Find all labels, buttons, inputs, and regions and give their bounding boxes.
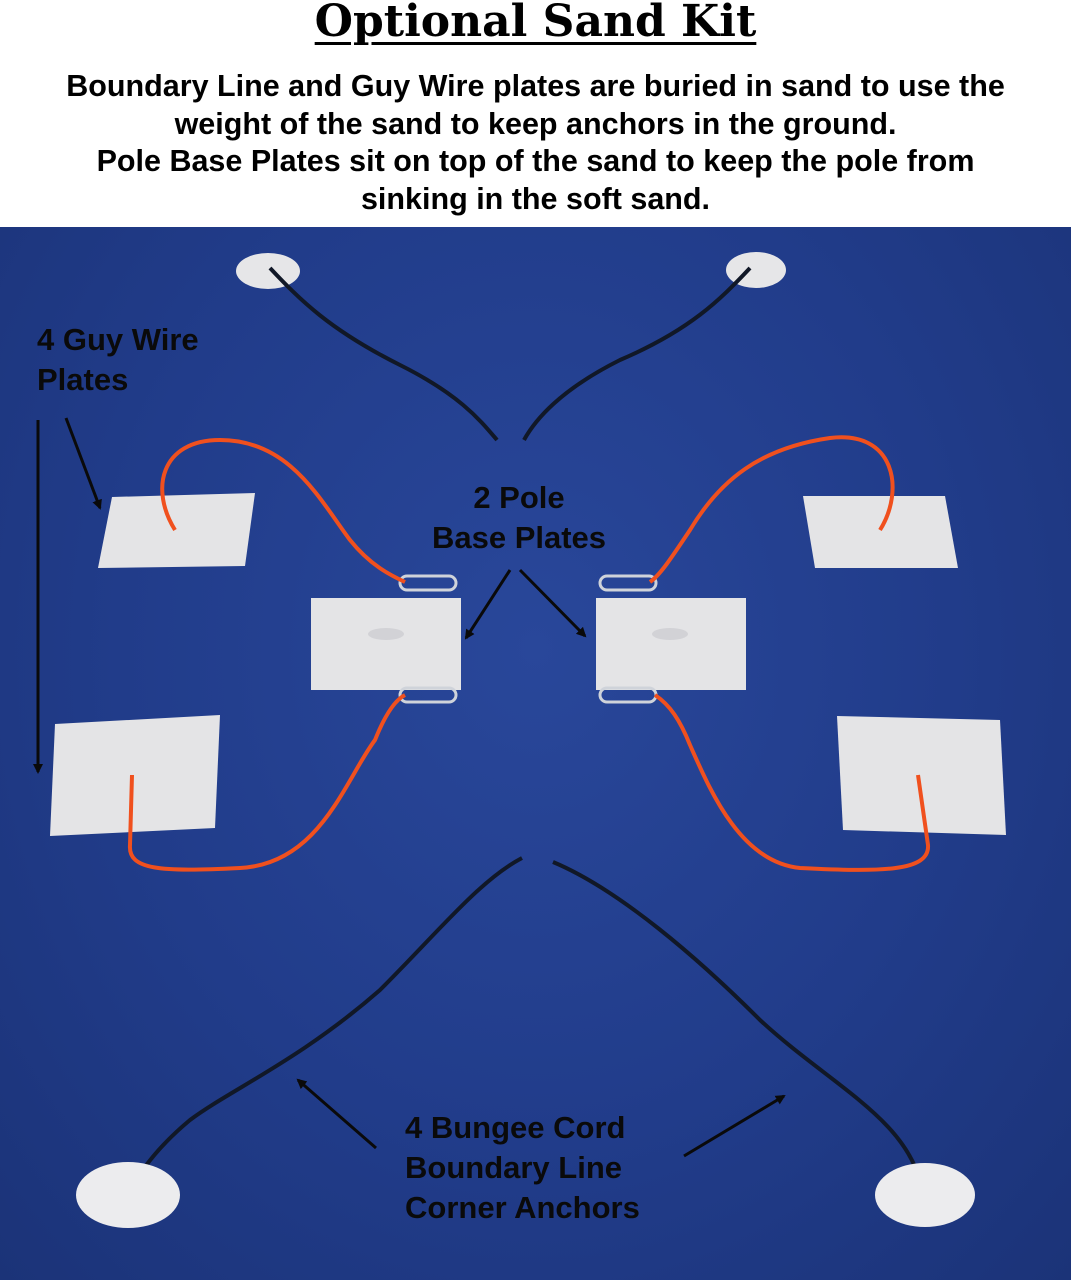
guy-wire-label: 4 Guy Wire bbox=[37, 322, 199, 357]
arrow bbox=[296, 1078, 377, 1150]
guy-wire-cord bbox=[648, 435, 895, 584]
bungee-label: Corner Anchors bbox=[405, 1190, 640, 1225]
pole-base-hole bbox=[368, 628, 404, 640]
bungee-label: Boundary Line bbox=[405, 1150, 622, 1185]
carabiner bbox=[598, 686, 658, 704]
guy-wire-plate bbox=[837, 716, 1006, 835]
carabiner bbox=[598, 574, 658, 592]
bungee-cord bbox=[522, 266, 752, 441]
bungee-cord bbox=[268, 266, 499, 442]
carabiner bbox=[398, 686, 458, 704]
guy-wire-plate bbox=[803, 496, 958, 568]
arrow bbox=[518, 568, 587, 638]
page-title: Optional Sand Kit bbox=[0, 0, 1071, 47]
bungee-cord bbox=[126, 856, 523, 1196]
pole-base-hole bbox=[652, 628, 688, 640]
guy-wire-plate bbox=[50, 715, 220, 836]
arrow bbox=[683, 1094, 786, 1158]
corner-anchor-disc bbox=[76, 1162, 180, 1228]
pole-base-plate bbox=[311, 598, 461, 690]
description: Boundary Line and Guy Wire plates are bu… bbox=[0, 68, 1071, 219]
corner-anchor-disc bbox=[236, 253, 300, 289]
guy-wire-cord bbox=[127, 693, 407, 872]
carabiner bbox=[398, 574, 458, 592]
guy-wire-label: Plates bbox=[37, 362, 128, 397]
product-photo: 4 Guy Wire Plates 2 Pole Base Plates 4 B… bbox=[0, 227, 1071, 1280]
title-text: Optional Sand Kit bbox=[314, 0, 757, 47]
pole-base-plate bbox=[596, 598, 746, 690]
pole-base-label: Base Plates bbox=[432, 520, 606, 555]
pole-base-label: 2 Pole bbox=[473, 480, 564, 515]
guy-wire-plate bbox=[98, 493, 255, 568]
header: Optional Sand Kit Boundary Line and Guy … bbox=[0, 0, 1071, 227]
arrow bbox=[64, 417, 102, 510]
guy-wire-cord bbox=[160, 437, 406, 584]
guy-wire-cord bbox=[653, 693, 931, 872]
photo-drawing: 4 Guy Wire Plates 2 Pole Base Plates 4 B… bbox=[33, 252, 1006, 1228]
description-line: Boundary Line and Guy Wire plates are bu… bbox=[66, 69, 1005, 103]
arrow bbox=[464, 569, 512, 640]
description-line: weight of the sand to keep anchors in th… bbox=[174, 106, 897, 141]
bungee-cord bbox=[552, 860, 924, 1191]
description-line: Pole Base Plates sit on top of the sand … bbox=[96, 144, 975, 179]
bungee-label: 4 Bungee Cord bbox=[405, 1110, 625, 1145]
corner-anchor-disc bbox=[875, 1163, 975, 1227]
description-line: sinking in the soft sand. bbox=[360, 182, 711, 217]
